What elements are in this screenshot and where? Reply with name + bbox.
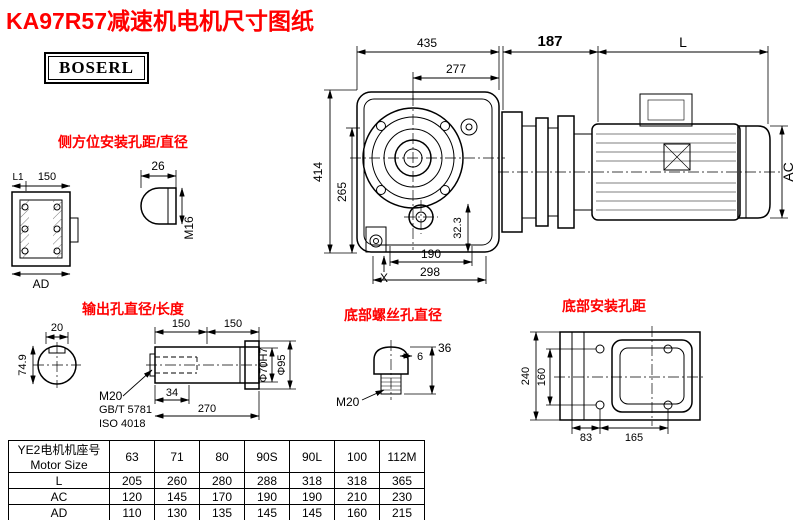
dim-165-label: 165: [625, 432, 643, 444]
dim-34-label: 34: [166, 387, 178, 399]
motor-size-table: YE2电机机座号 Motor Size 63 71 80 90S 90L 100…: [8, 440, 425, 520]
std-iso-label: ISO 4018: [99, 418, 145, 430]
header-en: Motor Size: [30, 458, 88, 472]
table-header-motor-size: YE2电机机座号 Motor Size: [8, 440, 110, 473]
dim-298-label: 298: [420, 265, 440, 279]
page-title: KA97R57减速机电机尺寸图纸: [6, 8, 314, 34]
dim-l1-label: L1: [12, 172, 24, 183]
dim-150a-label: 150: [172, 318, 190, 330]
dim-36-label: 36: [438, 341, 452, 355]
main-view-dimensions: 435 277 414 265 32.3 X 190 298: [311, 36, 500, 285]
cell: 260: [154, 472, 200, 489]
output-label: 输出孔直径/长度: [82, 301, 185, 317]
motor-view-dimensions: 187 L AC: [502, 33, 796, 219]
col-112m: 112M: [379, 440, 425, 473]
cell: 145: [244, 504, 290, 520]
table-row-ad: AD 110 130 135 145 145 160 215: [8, 504, 425, 520]
dim-265-label: 265: [335, 182, 349, 202]
dim-190-label: 190: [421, 247, 441, 261]
bottom-screw-detail: 底部螺丝孔直径 6 36 M20: [336, 307, 452, 409]
dim-74-9-label: 74.9: [17, 354, 29, 375]
cell: 145: [154, 488, 200, 505]
dim-187-label: 187: [537, 33, 562, 50]
dim-277-label: 277: [446, 62, 466, 76]
main-front-view: [350, 91, 505, 253]
col-63: 63: [109, 440, 155, 473]
cell: 205: [109, 472, 155, 489]
dim-83-label: 83: [580, 432, 592, 444]
dim-270-label: 270: [198, 403, 216, 415]
dim-d95-label: Φ95: [276, 354, 288, 375]
dim-m20-output-label: M20: [99, 389, 123, 403]
row-label-l: L: [8, 472, 110, 489]
dim-414-label: 414: [311, 162, 325, 182]
table-header-row: YE2电机机座号 Motor Size 63 71 80 90S 90L 100…: [8, 440, 425, 473]
col-100: 100: [334, 440, 380, 473]
cell: 210: [334, 488, 380, 505]
std-gbt-label: GB/T 5781: [99, 404, 152, 416]
cell: 365: [379, 472, 425, 489]
dim-20-label: 20: [51, 322, 63, 334]
cell: 190: [289, 488, 335, 505]
cell: 190: [244, 488, 290, 505]
dim-435-label: 435: [417, 36, 437, 50]
table-row-ac: AC 120 145 170 190 190 210 230: [8, 488, 425, 505]
table-row-l: L 205 260 280 288 318 318 365: [8, 472, 425, 489]
cell: 215: [379, 504, 425, 520]
cell: 318: [289, 472, 335, 489]
boserl-logo-text: BOSERL: [48, 56, 145, 80]
dim-ac-label: AC: [780, 162, 796, 181]
cell: 318: [334, 472, 380, 489]
header-cn: YE2电机机座号: [17, 443, 101, 457]
dim-26-label: 26: [151, 159, 165, 173]
col-90s: 90S: [244, 440, 290, 473]
cell: 160: [334, 504, 380, 520]
cell: 288: [244, 472, 290, 489]
dim-m16-label: M16: [182, 216, 196, 240]
dim-d70h7-label: Φ70H7: [258, 347, 270, 382]
dim-ad-label: AD: [33, 277, 50, 291]
dim-32-3-label: 32.3: [452, 217, 464, 238]
cell: 170: [199, 488, 245, 505]
col-71: 71: [154, 440, 200, 473]
side-flange-view: 侧方位安装孔距/直径 L1 150 AD: [11, 134, 188, 291]
dim-x-label: X: [380, 271, 388, 285]
side-mount-label: 侧方位安装孔距/直径: [58, 134, 188, 150]
output-shaft-view: 输出孔直径/长度 20 74.9 150 150: [17, 301, 296, 430]
cell: 120: [109, 488, 155, 505]
cell: 130: [154, 504, 200, 520]
cell: 145: [289, 504, 335, 520]
cell: 110: [109, 504, 155, 520]
shaft-end-detail: 26 M16: [140, 159, 196, 240]
col-90l: 90L: [289, 440, 335, 473]
dim-150b-label: 150: [224, 318, 242, 330]
cell: 230: [379, 488, 425, 505]
motor-side-view: [498, 93, 780, 233]
row-label-ac: AC: [8, 488, 110, 505]
dim-m20-screw-label: M20: [336, 395, 360, 409]
dim-l-label: L: [679, 34, 687, 50]
boserl-logo: BOSERL: [44, 52, 149, 84]
dim-6-label: 6: [417, 351, 423, 363]
dim-150-flange-label: 150: [38, 171, 56, 183]
cell: 135: [199, 504, 245, 520]
col-80: 80: [199, 440, 245, 473]
dim-240-label: 240: [520, 367, 532, 385]
row-label-ad: AD: [8, 504, 110, 520]
dim-160-label: 160: [536, 368, 548, 386]
bottom-mount-label: 底部安装孔距: [562, 298, 646, 314]
bottom-mount-view: 底部安装孔距 240 160 83 16: [520, 298, 706, 444]
bottom-screw-label: 底部螺丝孔直径: [344, 307, 442, 323]
cell: 280: [199, 472, 245, 489]
